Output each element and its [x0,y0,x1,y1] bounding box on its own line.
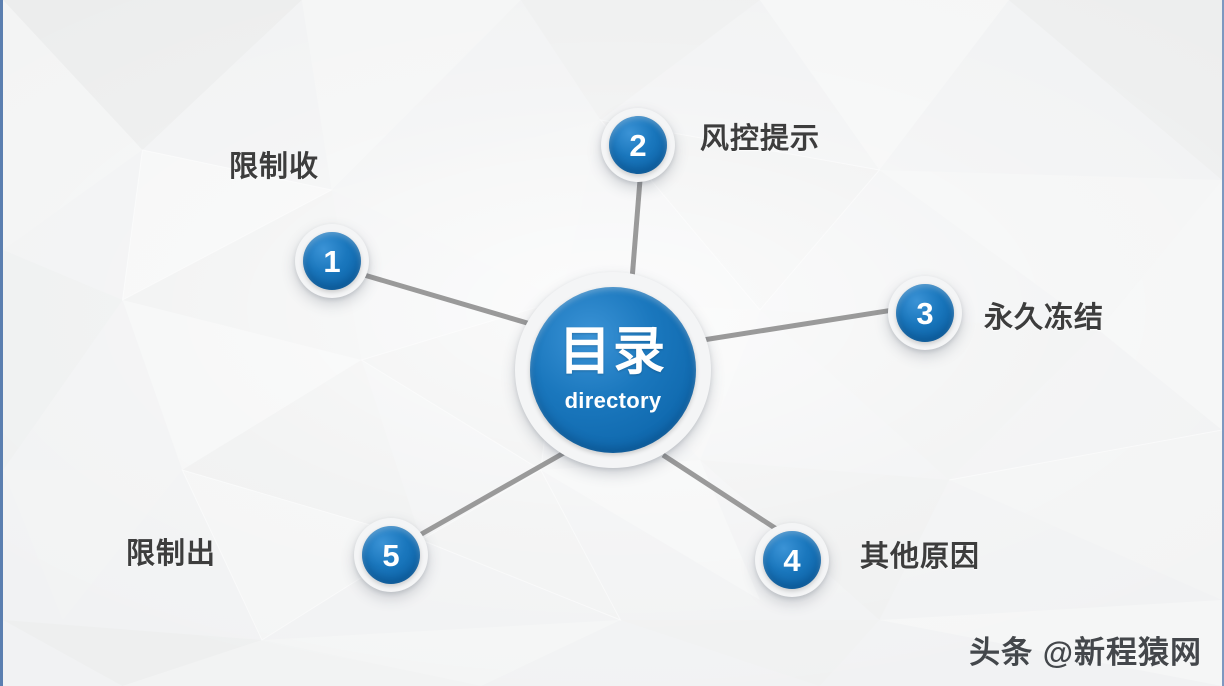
watermark: 头条 @新程猿网 [969,635,1202,670]
node-4-disc: 4 [763,531,821,589]
node-4[interactable]: 4 [755,523,829,597]
node-3-label: 永久冻结 [984,302,1105,334]
hub-subtitle: directory [564,388,662,413]
node-1-disc: 1 [303,232,361,290]
connector-hub-to-node-4 [661,452,780,533]
node-5-label: 限制出 [126,538,217,570]
node-2[interactable]: 2 [601,108,675,182]
node-4-label: 其他原因 [860,541,981,573]
radial-diagram: 目录 directory 1 2 3 4 5 [3,0,1222,686]
node-5-number: 5 [382,537,400,573]
node-1[interactable]: 1 [295,224,369,298]
node-1-label: 限制收 [229,151,320,183]
hub-disc: 目录 directory [530,287,696,453]
hub-title: 目录 [558,323,667,381]
node-4-number: 4 [783,542,801,578]
node-2-disc: 2 [609,116,667,174]
node-1-number: 1 [323,243,341,279]
node-2-number: 2 [629,127,647,163]
node-3[interactable]: 3 [888,276,962,350]
node-5[interactable]: 5 [354,518,428,592]
node-5-disc: 5 [362,526,420,584]
connector-hub-to-node-5 [409,447,571,543]
connector-hub-to-node-3 [702,307,894,343]
node-3-disc: 3 [896,284,954,342]
node-3-number: 3 [916,295,934,331]
node-2-label: 风控提示 [700,123,821,155]
hub-node-directory[interactable]: 目录 directory [515,272,711,468]
connector-hub-to-node-1 [353,269,552,333]
